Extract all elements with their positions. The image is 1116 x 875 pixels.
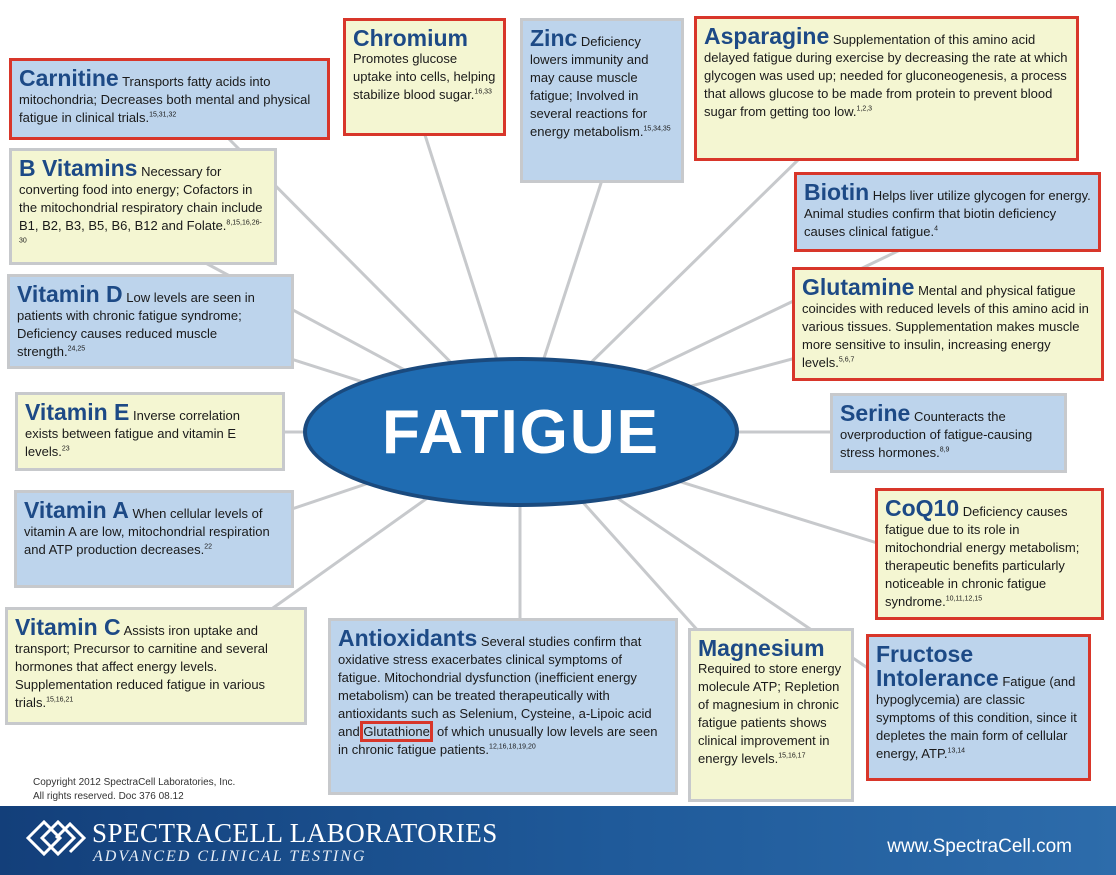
copyright: Copyright 2012 SpectraCell Laboratories,… (33, 776, 235, 804)
card-text: Mental and physical fatigue coincides wi… (802, 283, 1089, 370)
card-carnitine: Carnitine Transports fatty acids into mi… (9, 58, 330, 140)
card-refs: 13,14 (947, 747, 966, 755)
card-title-line1: Fructose (876, 641, 974, 667)
card-refs: 15,34,35 (643, 125, 671, 133)
card-refs: 8,15,16,26-30 (19, 219, 262, 245)
card-title: Biotin (804, 179, 870, 205)
card-fructose-intolerance: Fructose Intolerance Fatigue (and hypogl… (866, 634, 1091, 781)
card-text: Several studies confirm that oxidative s… (338, 634, 652, 739)
card-title: Chromium (353, 25, 468, 51)
card-refs: 5,6,7 (838, 356, 855, 364)
card-title: Asparagine (704, 23, 830, 49)
website-link[interactable]: www.SpectraCell.com (887, 836, 1072, 857)
card-text: Helps liver utilize glycogen for energy.… (804, 188, 1091, 239)
card-antioxidants: Antioxidants Several studies confirm tha… (328, 618, 678, 795)
card-title: Serine (840, 400, 911, 426)
card-refs: 10,11,12,15 (945, 595, 983, 603)
card-refs: 1,2,3 (856, 105, 873, 113)
card-glutamine: Glutamine Mental and physical fatigue co… (792, 267, 1104, 381)
card-text: Inverse correlation exists between fatig… (25, 408, 240, 459)
card-title: Vitamin E (25, 399, 130, 425)
card-refs: 15,16,17 (778, 752, 806, 760)
card-vitamin-a: Vitamin A When cellular levels of vitami… (14, 490, 294, 588)
card-text-after: , of which unusually low levels are seen… (338, 724, 658, 757)
card-refs: 15,16,21 (46, 696, 74, 704)
card-vitamin-d: Vitamin D Low levels are seen in patient… (7, 274, 294, 369)
brand-name: SPECTRACELL LABORATORIES (92, 818, 498, 848)
card-refs: 22 (204, 543, 212, 551)
card-text: Low levels are seen in patients with chr… (17, 290, 255, 359)
card-refs: 23 (61, 445, 70, 453)
card-text: When cellular levels of vitamin A are lo… (24, 506, 270, 557)
card-vitamin-c: Vitamin C Assists iron uptake and transp… (5, 607, 307, 725)
card-asparagine: Asparagine Supplementation of this amino… (694, 16, 1079, 161)
card-b-vitamins: B Vitamins Necessary for converting food… (9, 148, 277, 265)
card-chromium: Chromium Promotes glucose uptake into ce… (343, 18, 506, 136)
card-title: Vitamin D (17, 281, 123, 307)
card-magnesium: Magnesium Required to store energy molec… (688, 628, 854, 802)
card-zinc: Zinc Deficiency lowers immunity and may … (520, 18, 684, 183)
card-title: CoQ10 (885, 495, 960, 521)
card-refs: 24,25 (67, 345, 86, 353)
card-refs: 16,33 (474, 88, 492, 96)
center-fatigue-ellipse: FATIGUE (303, 357, 739, 507)
card-text: Required to store energy molecule ATP; R… (698, 661, 842, 766)
card-refs: 15,31,32 (149, 111, 177, 119)
footer-banner: SPECTRACELL LABORATORIES ADVANCED CLINIC… (0, 806, 1116, 875)
card-serine: Serine Counteracts the overproduction of… (830, 393, 1067, 473)
card-title: Antioxidants (338, 625, 478, 651)
copyright-line-1: Copyright 2012 SpectraCell Laboratories,… (33, 777, 236, 788)
card-refs: 12,16,18,19,20 (489, 743, 536, 751)
card-vitamin-e: Vitamin E Inverse correlation exists bet… (15, 392, 285, 471)
copyright-line-2: All rights reserved. Doc 376 08.12 (33, 791, 184, 802)
card-text: Assists iron uptake and transport; Precu… (15, 623, 268, 710)
card-title-line2: Intolerance (876, 665, 999, 691)
card-title: Glutamine (802, 274, 915, 300)
spectracell-logo-icon (25, 819, 87, 857)
brand-tagline: ADVANCED CLINICAL TESTING (93, 848, 367, 865)
card-refs: 8,9 (939, 446, 950, 454)
card-title: Magnesium (698, 635, 825, 661)
card-coq10: CoQ10 Deficiency causes fatigue due to i… (875, 488, 1104, 620)
card-text: Deficiency lowers immunity and may cause… (530, 34, 649, 139)
card-text: Necessary for converting food into energ… (19, 164, 263, 233)
card-biotin: Biotin Helps liver utilize glycogen for … (794, 172, 1101, 252)
card-text: Transports fatty acids into mitochondria… (19, 74, 311, 125)
card-text: Supplementation of this amino acid delay… (704, 32, 1068, 119)
card-title: Carnitine (19, 65, 119, 91)
card-title: Zinc (530, 25, 578, 51)
card-text: Counteracts the overproduction of fatigu… (840, 409, 1033, 460)
card-refs: 4 (934, 225, 938, 233)
card-text: Promotes glucose uptake into cells, help… (353, 51, 496, 102)
card-text: Deficiency causes fatigue due to its rol… (885, 504, 1080, 609)
card-title: Vitamin C (15, 614, 121, 640)
glutathione-highlight: Glutathione (360, 721, 433, 742)
card-title: Vitamin A (24, 497, 129, 523)
card-title: B Vitamins (19, 155, 138, 181)
card-text: Fatigue (and hypoglycemia) are classic s… (876, 674, 1077, 761)
center-label: FATIGUE (381, 397, 661, 467)
